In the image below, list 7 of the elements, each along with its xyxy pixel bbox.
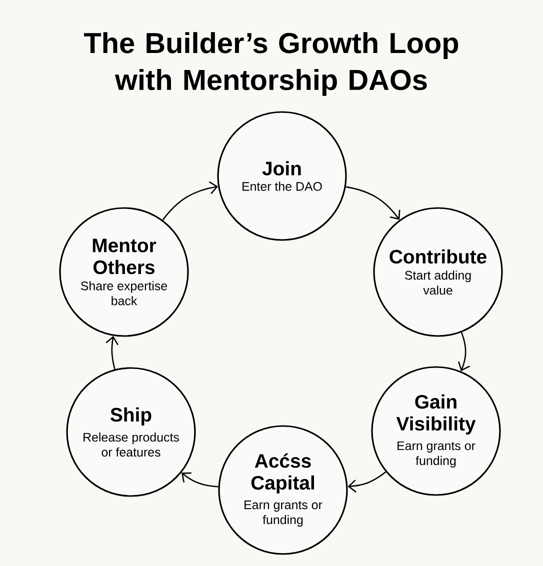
arrow <box>162 181 218 220</box>
arrow <box>181 472 218 488</box>
arrow <box>458 332 470 372</box>
arrow <box>106 336 118 370</box>
arrow <box>346 186 400 220</box>
arrow <box>348 471 386 493</box>
title: The Builder’s Growth Loop with Mentorship DAOs <box>84 32 458 96</box>
